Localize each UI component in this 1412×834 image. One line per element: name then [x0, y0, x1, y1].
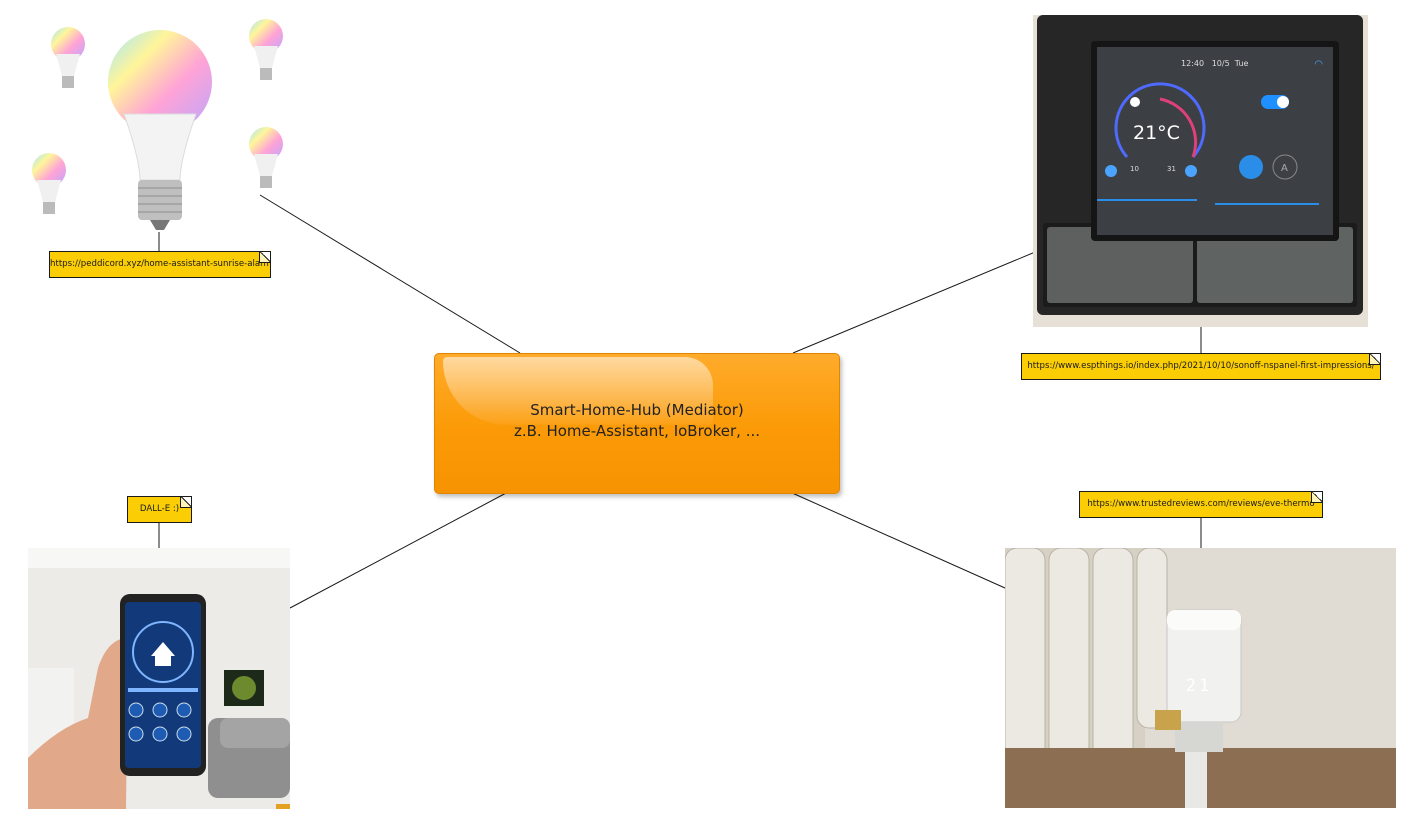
wire-hub-thermostat [789, 491, 1006, 589]
wire-hub-bulbs [259, 194, 521, 354]
hub-subtitle: z.B. Home-Assistant, IoBroker, ... [513, 422, 760, 440]
thermostat-display: 21 [1185, 676, 1213, 696]
bulb-small-1 [51, 27, 85, 88]
hub-label: Smart-Home-Hub (Mediator) z.B. Home-Assi… [435, 400, 839, 442]
panel-max: 31 [1167, 165, 1176, 173]
panel-clock: 12:40 10/5 Tue [1181, 59, 1248, 68]
thermostat-dial: A [1097, 82, 1319, 205]
smart-bulbs-image [28, 10, 290, 240]
source-note-bulbs: https://peddicord.xyz/home-assistant-sun… [49, 251, 271, 278]
hand [28, 638, 128, 809]
panel-min: 10 [1130, 165, 1139, 173]
phone-screen [125, 602, 201, 768]
minus-icon [1105, 165, 1117, 177]
pipe [1185, 752, 1207, 808]
panel-time: 12:40 [1181, 59, 1205, 68]
panel-screen: 12:40 10/5 Tue ◠ A 21°C 10 31 [1091, 41, 1339, 241]
panel-temperature: 21°C [1133, 122, 1180, 144]
smart-home-hub[interactable]: Smart-Home-Hub (Mediator) z.B. Home-Assi… [434, 353, 840, 494]
source-note-panel: https://www.espthings.io/index.php/2021/… [1021, 353, 1381, 380]
hub-gloss [443, 357, 713, 425]
panel-day: Tue [1234, 59, 1249, 68]
wire-hub-panel [792, 249, 1041, 354]
wire-hub-phone [289, 491, 509, 609]
smartphone-app-image [28, 548, 290, 809]
mode-icon [1239, 155, 1263, 179]
bulb-small-4 [249, 127, 283, 188]
radiator-thermostat-image: 21 [1005, 548, 1396, 808]
source-note-thermostat: https://www.trustedreviews.com/reviews/e… [1079, 491, 1323, 518]
source-note-phone: DALL-E :) [127, 496, 192, 523]
radiator [1005, 548, 1168, 759]
hub-title: Smart-Home-Hub (Mediator) [530, 401, 744, 419]
wall-panel-image: 12:40 10/5 Tue ◠ A 21°C 10 31 [1033, 15, 1368, 327]
dial-handle [1130, 97, 1140, 107]
wifi-icon: ◠ [1314, 59, 1323, 70]
bulb-large [108, 30, 212, 230]
auto-icon [1272, 154, 1298, 180]
svg-text:A: A [1281, 163, 1288, 174]
panel-date: 10/5 [1211, 59, 1230, 68]
home-icon [151, 642, 175, 666]
plus-icon [1185, 165, 1197, 177]
bulb-small-2 [249, 19, 283, 80]
bulb-small-3 [32, 153, 66, 214]
